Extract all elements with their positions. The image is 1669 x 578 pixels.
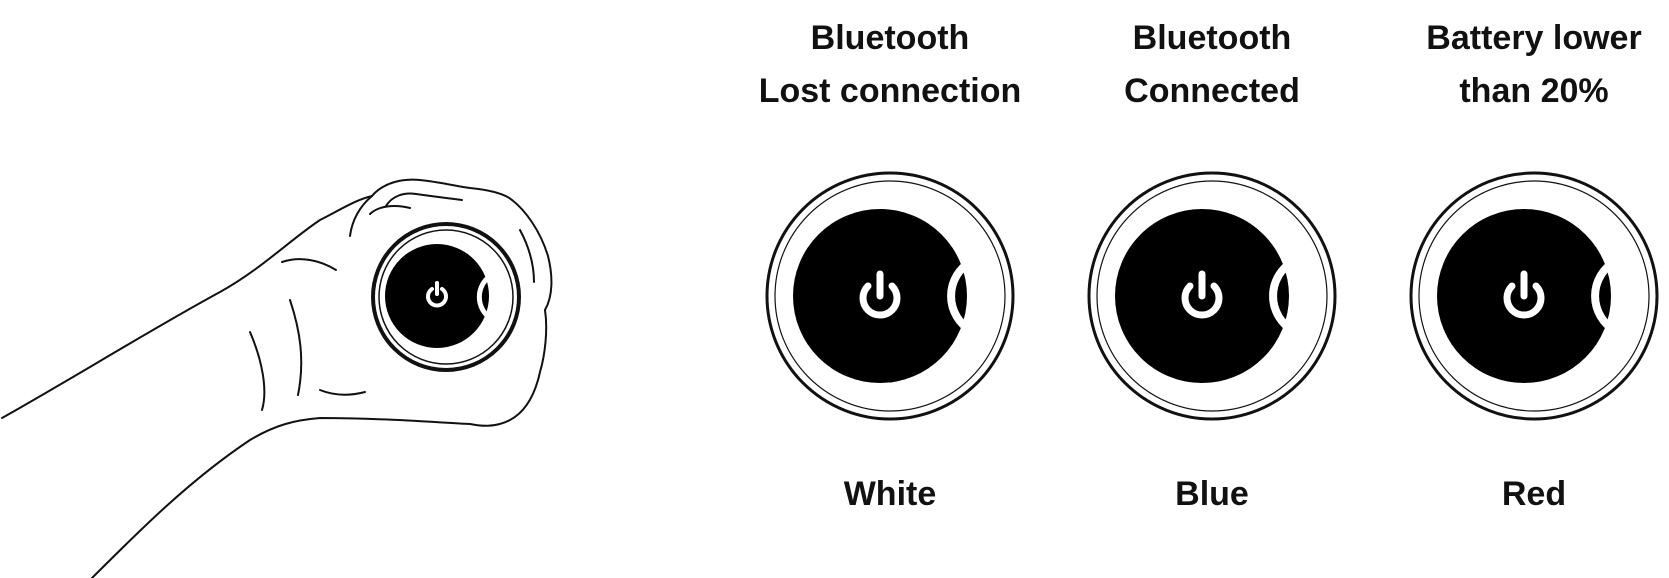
device-led-diagram — [1084, 168, 1340, 424]
state-title-line1: Bluetooth — [1052, 12, 1372, 65]
state-title-line1: Battery lower — [1374, 12, 1669, 65]
state-title: Bluetooth Lost connection — [730, 12, 1050, 118]
led-color-label: Red — [1374, 472, 1669, 516]
hand-holding-device-illustration — [0, 0, 580, 578]
device-led-diagram — [1406, 168, 1662, 424]
state-title: Battery lower than 20% — [1374, 12, 1669, 118]
state-title: Bluetooth Connected — [1052, 12, 1372, 118]
state-title-line2: Connected — [1052, 65, 1372, 118]
device-in-hand — [373, 224, 519, 370]
led-color-label: White — [730, 472, 1050, 516]
indicator-state-connected: Bluetooth Connected Blue — [1052, 0, 1372, 578]
state-title-line1: Bluetooth — [730, 12, 1050, 65]
indicator-state-lost-connection: Bluetooth Lost connection White — [730, 0, 1050, 578]
state-title-line2: than 20% — [1374, 65, 1669, 118]
indicator-state-battery-low: Battery lower than 20% Red — [1374, 0, 1669, 578]
device-led-diagram — [762, 168, 1018, 424]
state-title-line2: Lost connection — [730, 65, 1050, 118]
led-color-label: Blue — [1052, 472, 1372, 516]
